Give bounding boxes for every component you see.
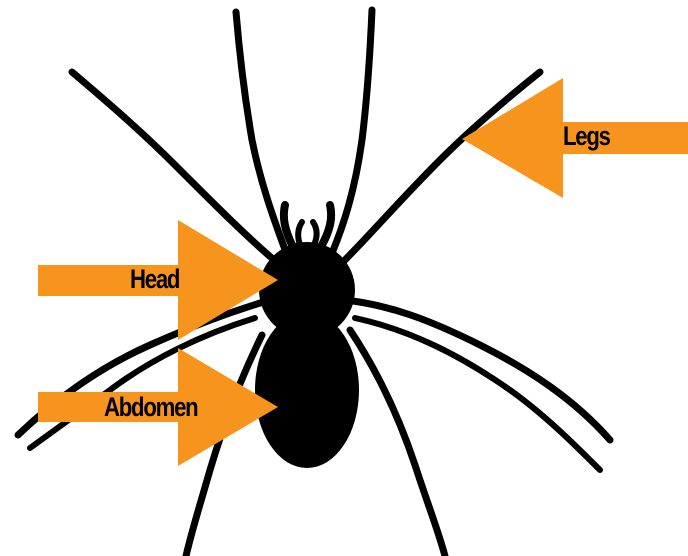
fang-left	[298, 222, 302, 245]
spider-palps	[284, 205, 331, 245]
legs-label: Legs	[563, 123, 610, 150]
leg-second-right	[340, 72, 540, 265]
abdomen-label: Abdomen	[104, 394, 197, 421]
leg-back-right	[350, 330, 445, 556]
spider-abdomen	[255, 312, 359, 468]
fang-right	[313, 222, 317, 245]
leg-front-left	[236, 12, 288, 258]
palp-left	[284, 205, 292, 245]
head-label: Head	[130, 266, 179, 293]
palp-right	[322, 205, 331, 245]
leg-front-right	[330, 10, 372, 258]
